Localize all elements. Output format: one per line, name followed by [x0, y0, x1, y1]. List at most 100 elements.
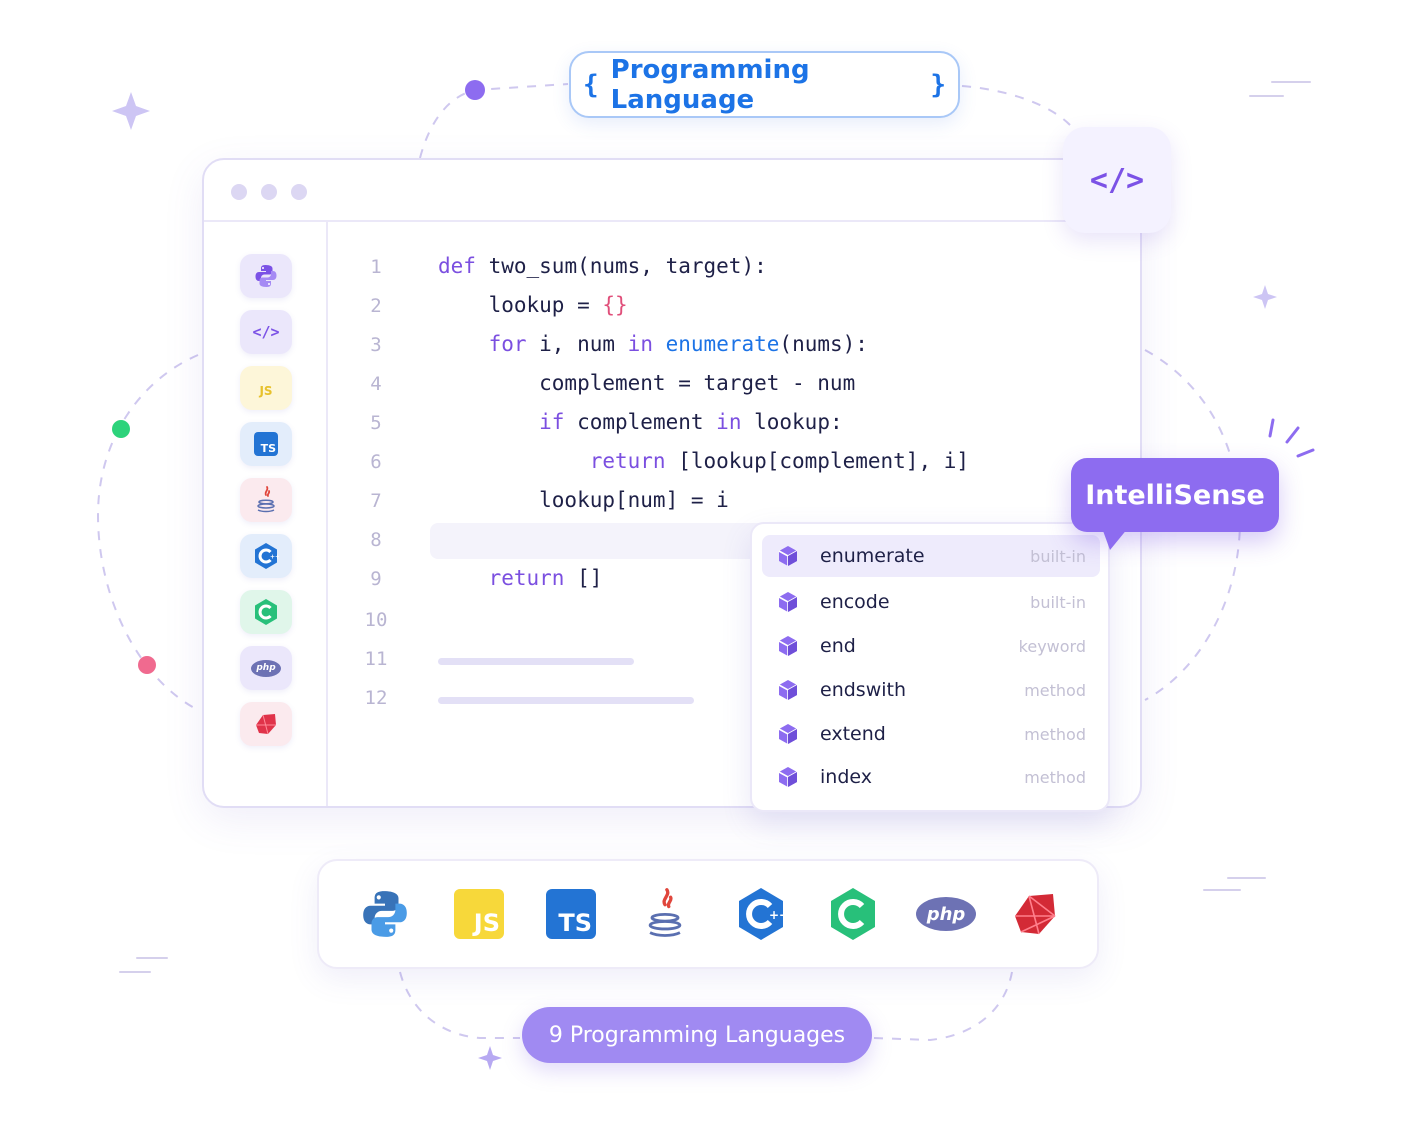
callout-tail: [1102, 528, 1128, 550]
javascript-icon-label: JS: [473, 909, 500, 937]
suggestion-item[interactable]: index method: [762, 756, 1100, 798]
suggestion-label: extend: [820, 723, 886, 745]
sidebar-item-ruby[interactable]: [240, 702, 292, 746]
line-number: 11: [364, 648, 388, 670]
code-line: return []: [438, 566, 603, 590]
sidebar-item-cpp[interactable]: ++: [240, 534, 292, 578]
language-php[interactable]: php: [913, 886, 979, 942]
language-c[interactable]: [825, 886, 881, 942]
language-java[interactable]: [637, 886, 693, 942]
code-line: return [lookup[complement], i]: [438, 449, 969, 473]
cube-icon: [778, 680, 798, 700]
suggestion-type: built-in: [1030, 593, 1086, 612]
php-icon: php: [251, 659, 281, 677]
open-brace: {: [583, 69, 599, 100]
sidebar-item-php[interactable]: php: [240, 646, 292, 690]
code-token: [653, 332, 666, 356]
cpp-icon: ++: [739, 888, 787, 940]
line-number: 9: [370, 568, 382, 590]
window-dot[interactable]: [291, 184, 307, 200]
line-number: 1: [370, 256, 382, 278]
line-number: 5: [370, 412, 382, 434]
code-token: [438, 410, 539, 434]
typescript-icon: TS: [546, 889, 596, 939]
code-token: enumerate: [665, 332, 780, 356]
code-token: lookup[num] = i: [438, 488, 729, 512]
language-ruby[interactable]: [1007, 886, 1063, 942]
php-icon-label: php: [926, 903, 966, 925]
javascript-icon: JS: [259, 384, 273, 398]
cube-icon: [778, 767, 798, 787]
code-token: def: [438, 254, 476, 278]
language-python[interactable]: [357, 886, 413, 942]
php-icon-label: php: [256, 663, 276, 673]
suggestion-label: end: [820, 635, 856, 657]
code-token: []: [564, 566, 603, 590]
line-number: 6: [370, 451, 382, 473]
line-number: 8: [370, 529, 382, 551]
suggestion-type: keyword: [1018, 637, 1086, 656]
code-token: lookup:: [741, 410, 843, 434]
cube-icon: [778, 592, 798, 612]
svg-text:++: ++: [270, 554, 279, 561]
suggestion-label: endswith: [820, 679, 907, 701]
cpp-icon: ++: [255, 543, 279, 569]
sidebar-item-javascript[interactable]: JS: [240, 366, 292, 410]
code-token: return: [589, 449, 666, 473]
language-bar: JS TS ++ php: [317, 859, 1099, 969]
sidebar-item-html[interactable]: </>: [240, 310, 292, 354]
language-typescript[interactable]: TS: [543, 886, 599, 942]
suggestion-label: enumerate: [820, 545, 925, 567]
code-token: if: [539, 410, 565, 434]
code-line: if complement in lookup:: [438, 410, 843, 434]
svg-text:++: ++: [769, 908, 787, 922]
sidebar-item-java[interactable]: [240, 478, 292, 522]
line-number: 2: [370, 295, 382, 317]
c-icon: [831, 888, 875, 940]
code-line: lookup = {}: [438, 293, 628, 317]
code-token: {}: [602, 293, 628, 317]
suggestion-label: encode: [820, 591, 890, 613]
ruby-icon: [1015, 894, 1056, 935]
window-dot[interactable]: [261, 184, 277, 200]
code-line: for i, num in enumerate(nums):: [438, 332, 868, 356]
code-token: for: [488, 332, 527, 356]
line-number: 3: [370, 334, 382, 356]
close-brace: }: [930, 69, 946, 100]
line-number: 10: [364, 609, 388, 631]
sidebar-item-python[interactable]: [240, 254, 292, 298]
python-icon: [363, 891, 407, 937]
suggestion-item[interactable]: encode built-in: [762, 581, 1100, 623]
code-token: two_sum(nums, target):: [475, 254, 767, 278]
line-number: 7: [370, 490, 382, 512]
suggestion-item[interactable]: extend method: [762, 713, 1100, 755]
language-javascript[interactable]: JS: [451, 886, 507, 942]
code-line: complement = target - num: [438, 371, 855, 395]
sidebar-item-c[interactable]: [240, 590, 292, 634]
java-icon: [257, 486, 275, 513]
suggestion-label: index: [820, 766, 872, 788]
code-token: [lookup[complement], i]: [665, 449, 970, 473]
languages-count-pill[interactable]: 9 Programming Languages: [522, 1007, 872, 1063]
typescript-icon-label: TS: [260, 442, 276, 455]
suggestion-type: method: [1024, 725, 1086, 744]
language-cpp[interactable]: ++: [733, 886, 789, 942]
suggestion-item[interactable]: end keyword: [762, 625, 1100, 667]
python-icon: [255, 265, 277, 287]
suggestion-type: method: [1024, 768, 1086, 787]
sidebar-item-typescript[interactable]: TS: [240, 422, 292, 466]
window-dot[interactable]: [231, 184, 247, 200]
typescript-icon-label: TS: [558, 909, 592, 937]
line-number: 4: [370, 373, 382, 395]
placeholder-code-line: [438, 697, 694, 704]
code-token: in: [716, 410, 742, 434]
window-titlebar: [204, 160, 1140, 222]
code-token: [438, 449, 590, 473]
code-badge-label: </>: [1089, 162, 1145, 198]
language-sidebar: </> JS TS ++: [204, 222, 328, 806]
ruby-icon: [256, 714, 276, 735]
